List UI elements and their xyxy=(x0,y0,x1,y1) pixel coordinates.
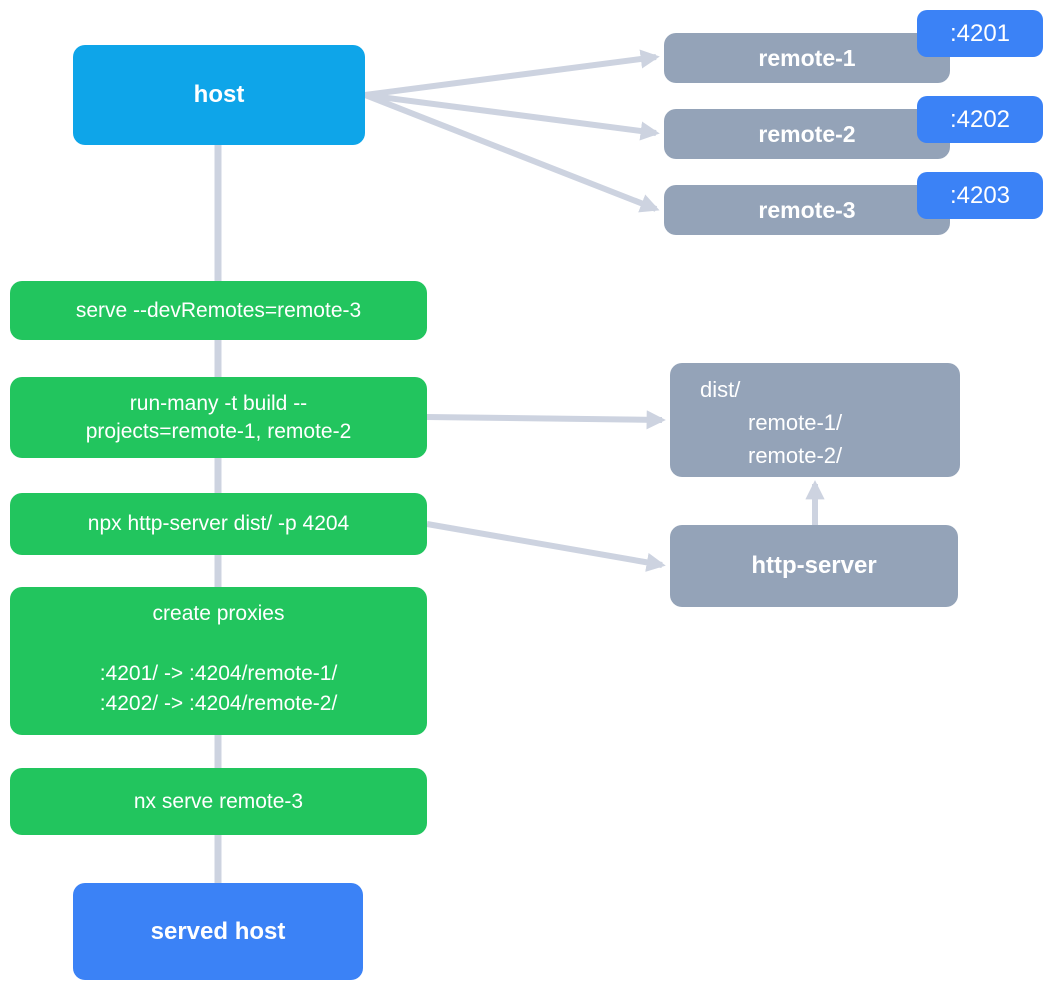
served-host-node: served host xyxy=(73,883,363,980)
command-run-many-build: run-many -t build -- projects=remote-1, … xyxy=(10,377,427,458)
edge-host-to-remote-1 xyxy=(364,49,660,98)
edge-host-to-remote-3 xyxy=(363,92,660,213)
dist-folder-node: dist/ remote-1/ remote-2/ xyxy=(670,363,960,477)
command-nx-serve-remote-3: nx serve remote-3 xyxy=(10,768,427,835)
port-badge-4203: :4203 xyxy=(917,172,1043,219)
edge-host-to-remote-2 xyxy=(364,92,660,141)
remote-3-node: remote-3 xyxy=(664,185,950,235)
command-create-proxies: create proxies :4201/ -> :4204/remote-1/… xyxy=(10,587,427,735)
edge-runmany-to-dist xyxy=(426,410,666,430)
proxy-rule-4201: :4201/ -> :4204/remote-1/ xyxy=(99,662,338,685)
port-badge-4201: :4201 xyxy=(917,10,1043,57)
remote-1-node: remote-1 xyxy=(664,33,950,83)
port-badge-4202: :4202 xyxy=(917,96,1043,143)
command-run-many-line1: run-many -t build -- xyxy=(129,391,308,415)
proxy-rule-4202: :4202/ -> :4204/remote-2/ xyxy=(99,692,338,715)
command-run-many-line2: projects=remote-1, remote-2 xyxy=(85,419,352,443)
http-server-node: http-server xyxy=(670,525,958,607)
edge-npx-to-httpserver xyxy=(426,521,666,572)
dist-remote-1-line: remote-1/ xyxy=(748,410,843,435)
remote-2-node: remote-2 xyxy=(664,109,950,159)
dist-remote-2-line: remote-2/ xyxy=(748,443,843,468)
create-proxies-title: create proxies xyxy=(152,602,285,625)
dist-root-line: dist/ xyxy=(700,377,741,402)
command-serve-devremotes: serve --devRemotes=remote-3 xyxy=(10,281,427,340)
command-npx-http-server: npx http-server dist/ -p 4204 xyxy=(10,493,427,555)
host-node: host xyxy=(73,45,365,145)
